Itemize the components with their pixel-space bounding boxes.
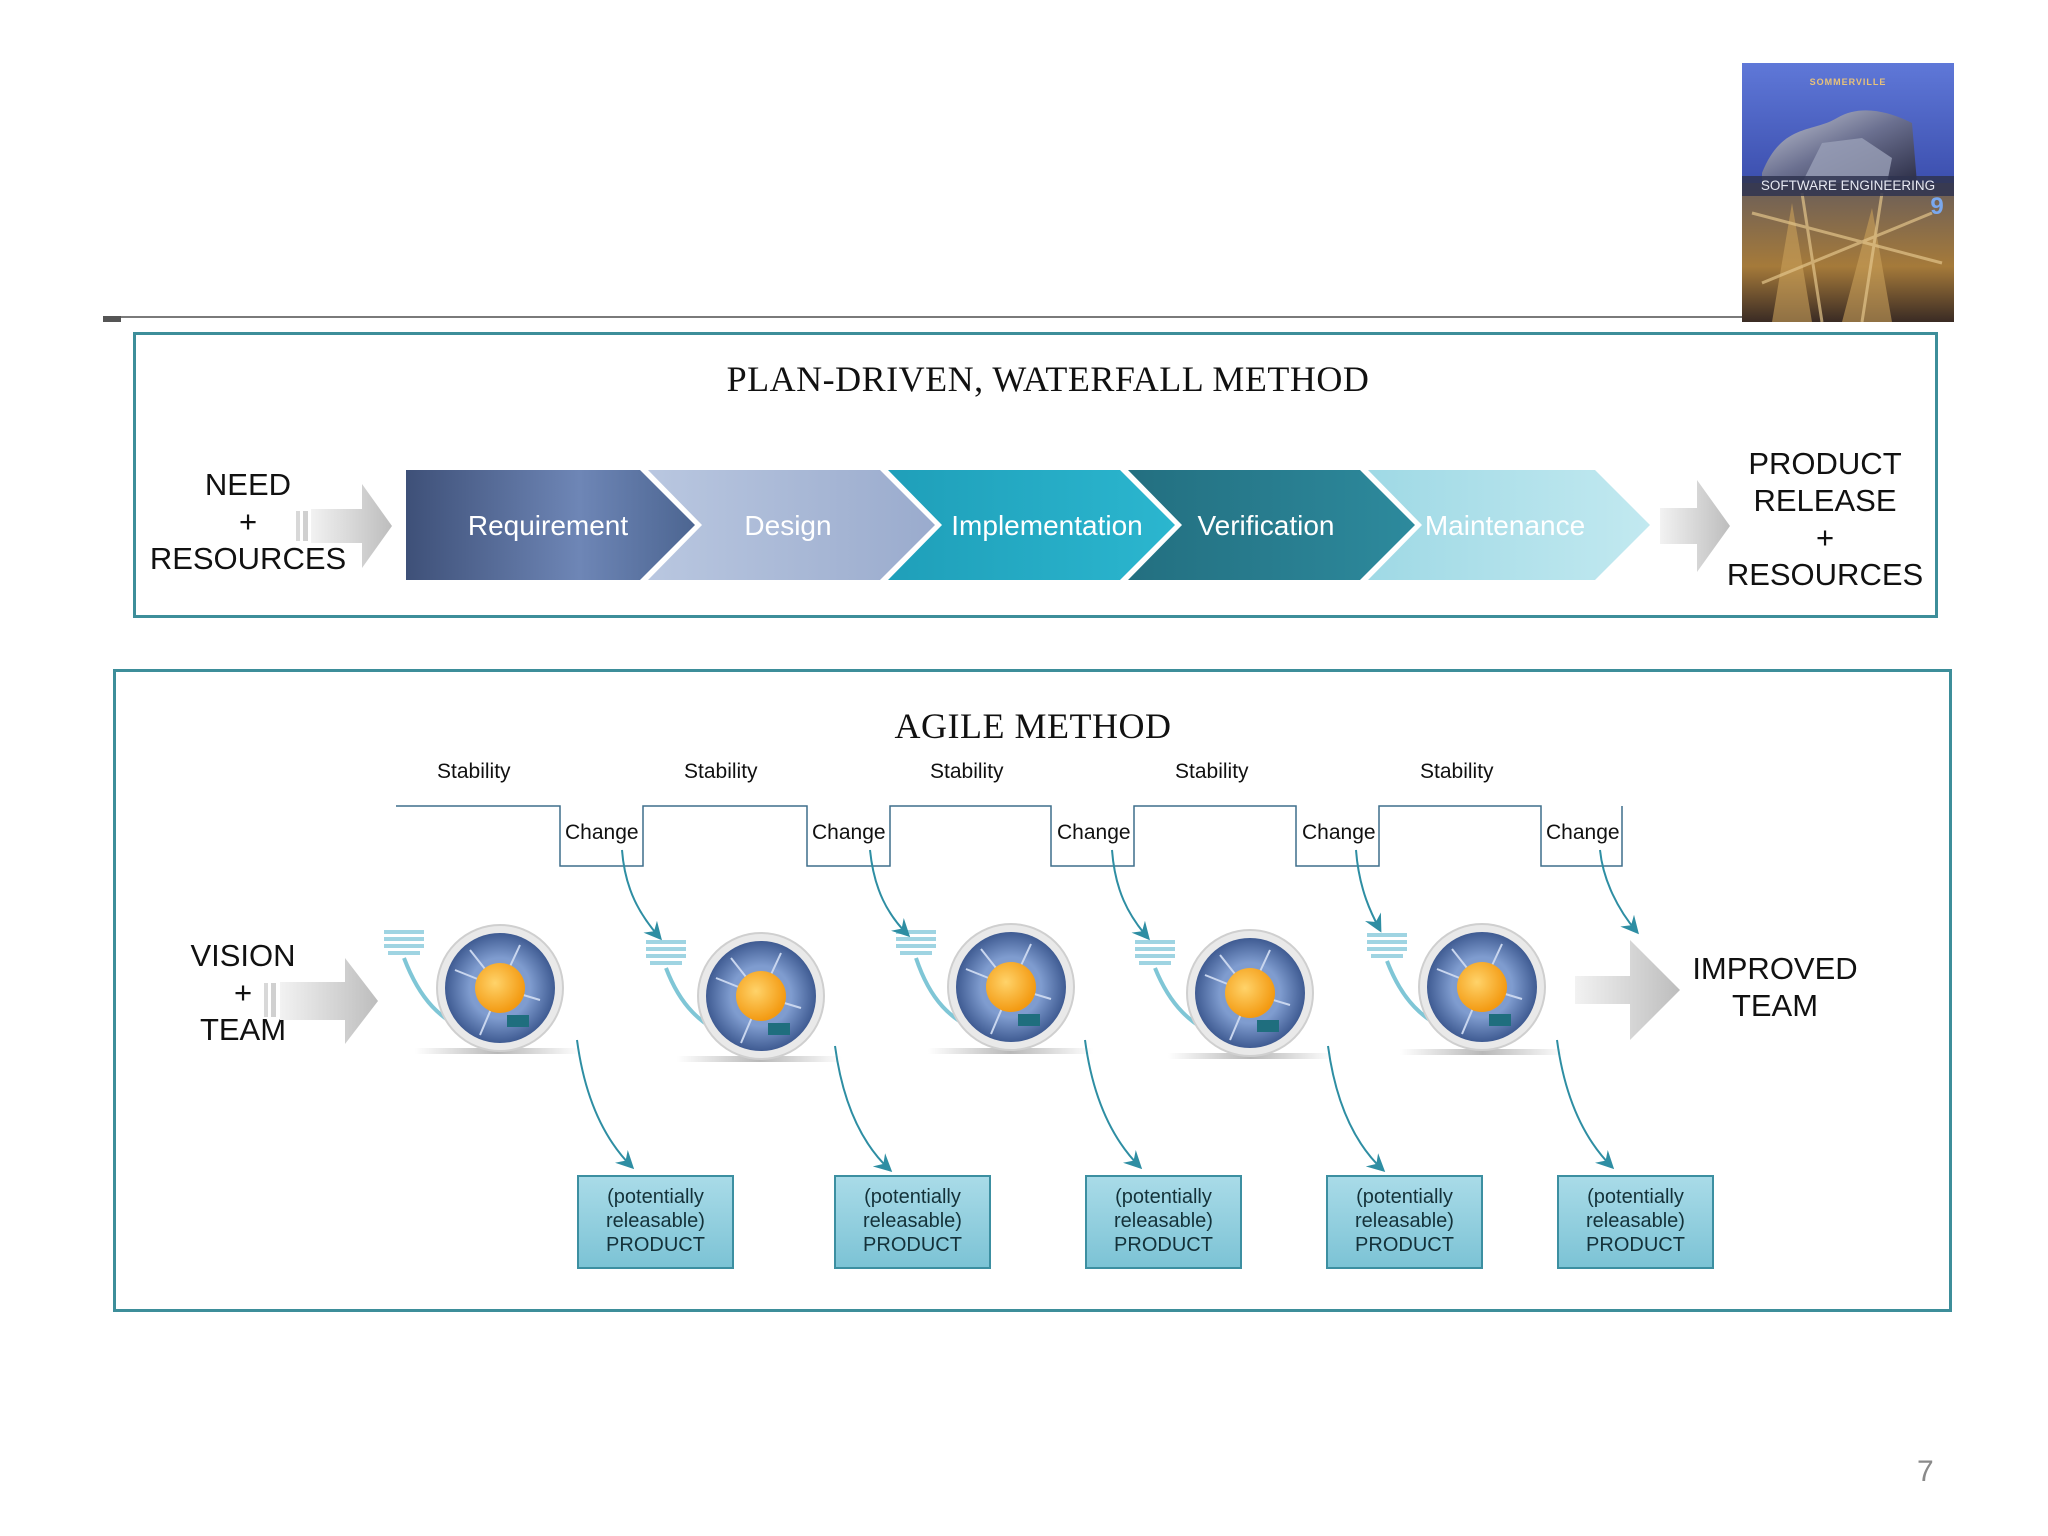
- book-author: SOMMERVILLE: [1810, 77, 1887, 87]
- change-label: Change: [1302, 821, 1376, 844]
- chevron-label-design: Design: [744, 510, 831, 541]
- chevron-label-requirement: Requirement: [468, 510, 629, 541]
- stability-label: Stability: [1175, 760, 1249, 783]
- product-line2: releasable): [1114, 1210, 1213, 1232]
- product-arrow: [1556, 1039, 1615, 1170]
- agile-output-label: IMPROVED TEAM: [1675, 950, 1875, 1024]
- product-line2: releasable): [1355, 1210, 1454, 1232]
- agile-output-arrow: [1575, 940, 1680, 1040]
- change-label: Change: [1057, 821, 1131, 844]
- waterfall-input-label: NEED + RESOURCES: [138, 466, 358, 577]
- product-line1: (potentially: [1115, 1186, 1212, 1208]
- page-number: 7: [1917, 1455, 1934, 1488]
- waterfall-title: PLAN-DRIVEN, WATERFALL METHOD: [726, 359, 1370, 399]
- change-arrow: [1355, 849, 1382, 933]
- agile-input-line1: VISION: [190, 938, 296, 973]
- waterfall-output-arrow: [1660, 480, 1730, 572]
- product-box: (potentially releasable) PRODUCT: [1085, 1175, 1242, 1269]
- product-line1: (potentially: [1587, 1186, 1684, 1208]
- sprint-cycle-icon: [384, 924, 580, 1054]
- product-line3: PRODUCT: [1114, 1234, 1213, 1256]
- product-arrow: [834, 1045, 893, 1173]
- book-cover-image: SOMMERVILLE SOFTWARE ENGINEERING 9: [1742, 63, 1954, 322]
- waterfall-output-line4: RESOURCES: [1726, 557, 1924, 592]
- product-box: (potentially releasable) PRODUCT: [1557, 1175, 1714, 1269]
- waterfall-output-line1: PRODUCT: [1748, 446, 1902, 481]
- stability-label: Stability: [437, 760, 511, 783]
- chevron-implementation: [888, 470, 1175, 580]
- change-label: Change: [1546, 821, 1620, 844]
- agile-output-line2: TEAM: [1731, 988, 1819, 1023]
- waterfall-output-line3: +: [1815, 520, 1835, 555]
- change-arrow: [1111, 849, 1150, 941]
- product-line2: releasable): [606, 1210, 705, 1232]
- product-line2: releasable): [1586, 1210, 1685, 1232]
- header-rule-marker: [103, 316, 121, 322]
- product-box: (potentially releasable) PRODUCT: [1326, 1175, 1483, 1269]
- product-box: (potentially releasable) PRODUCT: [577, 1175, 734, 1269]
- book-edition: 9: [1930, 193, 1943, 220]
- sprint-cycle-icon: [646, 932, 842, 1062]
- product-arrow: [1084, 1039, 1143, 1170]
- agile-output-line1: IMPROVED: [1692, 951, 1858, 986]
- sprint-cycle-icon: [1367, 923, 1565, 1055]
- change-arrow: [1599, 849, 1639, 935]
- change-label: Change: [812, 821, 886, 844]
- product-box: (potentially releasable) PRODUCT: [834, 1175, 991, 1269]
- agile-input-line3: TEAM: [199, 1012, 287, 1047]
- chevron-requirement: [406, 470, 695, 580]
- stability-label: Stability: [930, 760, 1004, 783]
- agile-input-arrow: [264, 958, 378, 1044]
- change-arrow: [621, 849, 662, 941]
- change-arrow: [869, 849, 911, 938]
- waterfall-input-line1: NEED: [204, 467, 292, 502]
- stability-label: Stability: [1420, 760, 1494, 783]
- sprint-cycle-icon: [896, 923, 1093, 1054]
- product-arrow: [1327, 1045, 1386, 1173]
- stability-label: Stability: [684, 760, 758, 783]
- agile-input-line2: +: [233, 975, 253, 1010]
- header-rule: [103, 316, 1946, 318]
- sprint-cycle-icon: [1135, 929, 1333, 1059]
- chevron-label-maintenance: Maintenance: [1425, 510, 1585, 541]
- product-line1: (potentially: [607, 1186, 704, 1208]
- stability-change-stepline: [396, 805, 1623, 867]
- product-arrow: [576, 1039, 635, 1170]
- waterfall-output-line2: RELEASE: [1753, 483, 1897, 518]
- product-line2: releasable): [863, 1210, 962, 1232]
- chevron-label-implementation: Implementation: [951, 510, 1142, 541]
- agile-input-label: VISION + TEAM: [143, 937, 343, 1048]
- product-line3: PRODUCT: [1586, 1234, 1685, 1256]
- chevron-design: [648, 470, 935, 580]
- product-line3: PRODUCT: [606, 1234, 705, 1256]
- change-label: Change: [565, 821, 639, 844]
- waterfall-input-line3: RESOURCES: [149, 541, 347, 576]
- product-line3: PRODUCT: [863, 1234, 962, 1256]
- chevron-verification: [1128, 470, 1415, 580]
- chevron-maintenance: [1368, 470, 1650, 580]
- waterfall-output-label: PRODUCT RELEASE + RESOURCES: [1725, 445, 1925, 593]
- waterfall-input-arrow: [296, 484, 392, 568]
- chevron-label-verification: Verification: [1198, 510, 1335, 541]
- product-line3: PRODUCT: [1355, 1234, 1454, 1256]
- book-title: SOFTWARE ENGINEERING: [1761, 178, 1935, 193]
- waterfall-input-line2: +: [238, 504, 258, 539]
- product-line1: (potentially: [864, 1186, 961, 1208]
- agile-title: AGILE METHOD: [894, 706, 1172, 746]
- product-line1: (potentially: [1356, 1186, 1453, 1208]
